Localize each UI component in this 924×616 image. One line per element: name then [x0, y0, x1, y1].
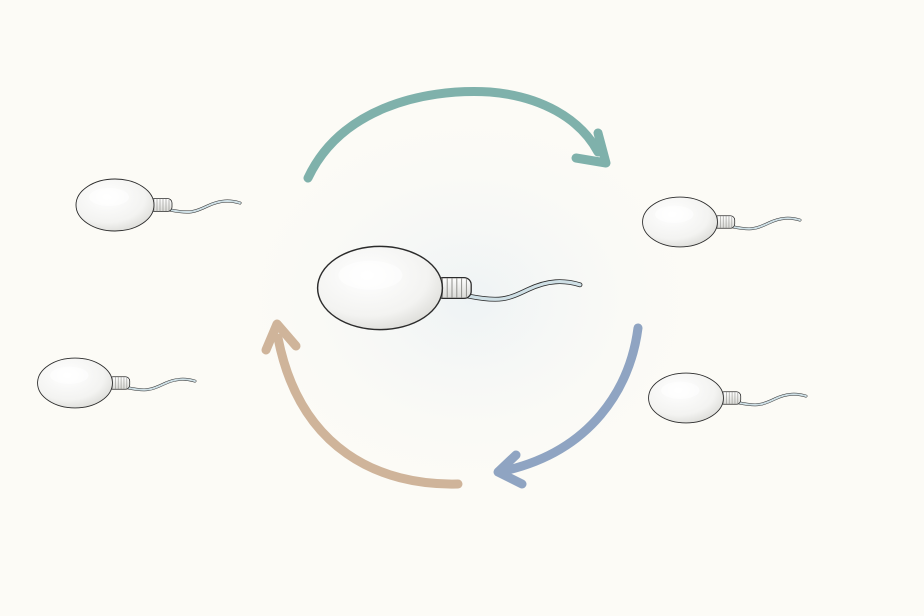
curved-arrow-icon	[261, 319, 301, 355]
curved-arrow-icon	[493, 450, 527, 489]
sperm-cell-icon	[74, 177, 242, 233]
sperm-cell-icon	[641, 195, 802, 249]
background-glow	[210, 90, 730, 510]
sperm-cell-icon	[647, 371, 808, 425]
cell-top-left	[74, 177, 242, 233]
cycle-arrow-right	[493, 323, 643, 489]
cycle-arrow-left	[261, 319, 463, 489]
cell-bottom-right	[647, 371, 808, 425]
curved-arrow-icon	[571, 128, 611, 168]
cell-top-right	[641, 195, 802, 249]
cell-bottom-left	[36, 356, 197, 410]
sperm-cell-icon	[36, 356, 197, 410]
cycle-arrow-top	[303, 87, 611, 183]
